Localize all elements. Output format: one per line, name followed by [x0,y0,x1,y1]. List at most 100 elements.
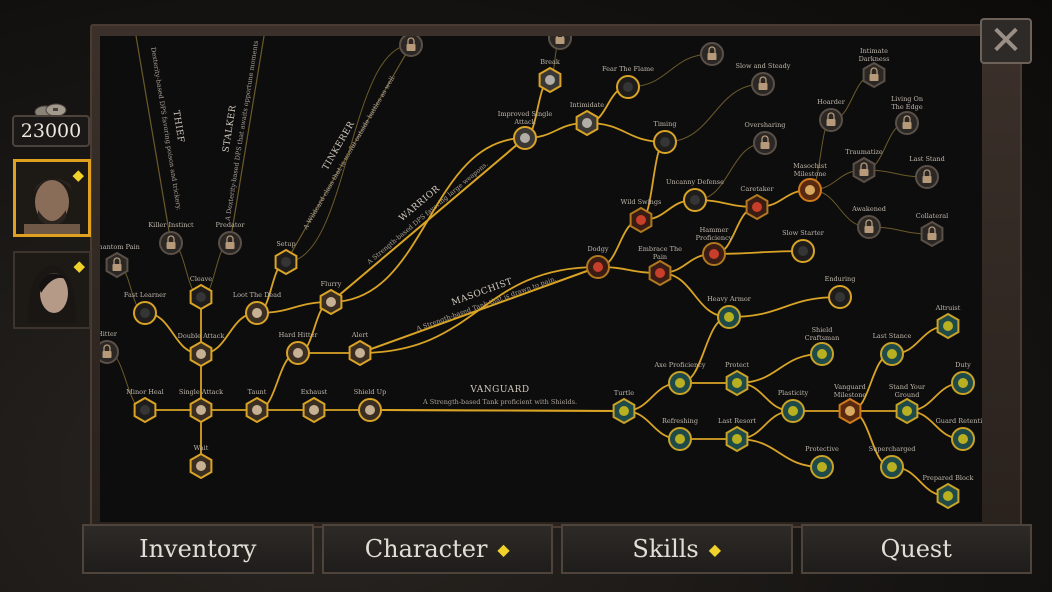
skill-node-slowstarter[interactable]: Slow Starter [782,229,825,263]
skill-node-predator[interactable]: Predator [216,221,246,255]
skill-node-prepared[interactable]: Prepared Block [923,474,974,510]
skill-node-altruist[interactable]: Altruist [935,304,961,340]
skill-node-plasticity[interactable]: Plasticity [778,389,809,423]
skill-node-break[interactable]: Break [538,58,562,94]
skill-node-taunt[interactable]: Taunt [245,388,269,424]
skill-node-duty[interactable]: Duty [951,361,975,395]
skill-node-awakened[interactable]: Awakened [851,205,886,239]
skill-icon [902,406,912,416]
skill-node-laststand[interactable]: Last Stand [909,155,945,189]
skill-icon [355,348,365,358]
skill-node-shieldup[interactable]: Shield Up [354,388,387,422]
skill-node-single[interactable]: Single Attack [179,388,223,424]
skill-label: Guard Retention [936,417,991,425]
tab-inventory[interactable]: Inventory [82,524,314,574]
skill-node-enduring[interactable]: Enduring [825,275,856,309]
skill-label: Caretaker [740,185,774,193]
skill-node-oversharing[interactable]: Oversharing [745,121,786,155]
skill-node-traumatize[interactable]: Traumatize [845,148,883,184]
lock-icon [927,226,937,240]
skill-node-guardret[interactable]: Guard Retention [936,417,991,451]
skill-label: Break [540,58,560,66]
skill-node-intimidate[interactable]: Intimidate [570,101,604,137]
tab-character[interactable]: Character◆ [321,524,553,574]
skill-icon [326,297,336,307]
skill-node-hardhitter[interactable]: Hard Hitter [279,331,319,365]
skill-icon [732,434,742,444]
skill-node-refreshing[interactable]: Refreshing [662,417,698,451]
skill-node-collateral[interactable]: Collateral [916,212,948,248]
skill-icon [281,257,291,267]
skill-link [713,250,804,255]
skill-node-top3[interactable] [399,34,423,57]
lock-icon [555,36,565,44]
tab-quest[interactable]: Quest [800,524,1032,574]
skill-node-exhaust[interactable]: Exhaust [301,388,328,424]
skill-node-protect[interactable]: Protect [725,361,749,397]
lock-icon [112,257,122,271]
skill-node-lastresort[interactable]: Last Resort [718,417,756,453]
skill-label: Intimidate [570,101,604,109]
skill-node-top1[interactable] [548,27,572,50]
skill-label: Collateral [916,212,948,220]
skill-node-laststance[interactable]: Last Stance [873,332,912,366]
skill-icon [140,405,150,415]
skill-node-uncanny[interactable]: Uncanny Defense [666,178,724,212]
skill-node-heavy[interactable]: Heavy Armor [707,295,752,329]
skill-node-slowsteady[interactable]: Slow and Steady [736,62,791,96]
skill-node-phantom[interactable]: Phantom Pain [94,243,140,279]
skill-label: Slow and Steady [736,62,791,70]
skill-node-supercharged[interactable]: Supercharged [869,445,916,479]
skill-node-minorheal[interactable]: Minor Heal [126,388,164,424]
skill-label: Prepared Block [923,474,974,482]
skill-node-dodgy[interactable]: Dodgy [586,245,610,279]
skill-label: Axe Proficiency [653,361,705,369]
skill-label: Last Stance [873,332,912,340]
skill-node-flurry[interactable]: Flurry [319,280,343,316]
skill-node-fastlearner[interactable]: Fast Learner [124,291,167,325]
skill-node-timing[interactable]: Timing [653,120,677,154]
tab-skills[interactable]: Skills◆ [561,524,793,574]
skill-icon [660,137,670,147]
skill-label: Wild Swings [621,198,662,206]
skill-node-setup[interactable]: Setup [274,240,298,276]
skill-node-killer[interactable]: Killer Instinct [148,221,194,255]
skill-node-cleave[interactable]: Cleave [189,275,213,311]
skill-icon [943,491,953,501]
skill-label: Alert [351,331,369,339]
skill-node-double[interactable]: Double Attack [178,332,225,368]
character-portrait-1[interactable]: ◆ [13,159,91,237]
character-portrait-2[interactable]: ◆ [13,251,91,329]
skill-icon [958,434,968,444]
skill-node-loot[interactable]: Loot The Dead [233,291,281,325]
skill-icon [140,308,150,318]
skill-node-protective[interactable]: Protective [805,445,839,479]
close-button[interactable]: ✕ [980,18,1032,64]
skill-node-fear[interactable]: Fear The Flame [602,65,654,99]
skill-icon [545,75,555,85]
skill-node-caretaker[interactable]: Caretaker [740,185,774,221]
skill-point-indicator-icon: ◆ [497,539,510,559]
skill-node-hoarder[interactable]: Hoarder [817,98,846,132]
skill-node-turtle[interactable]: Turtle [612,389,636,425]
skill-node-alert[interactable]: Alert [348,331,372,367]
skill-node-top2[interactable] [700,42,724,66]
skill-node-wild[interactable]: Wild Swings [621,198,662,234]
skill-node-wait[interactable]: Wait [189,444,213,480]
skill-node-axe[interactable]: Axe Proficiency [653,361,706,395]
skill-node-hitter[interactable]: Hitter [96,330,119,364]
skill-icon [752,202,762,212]
